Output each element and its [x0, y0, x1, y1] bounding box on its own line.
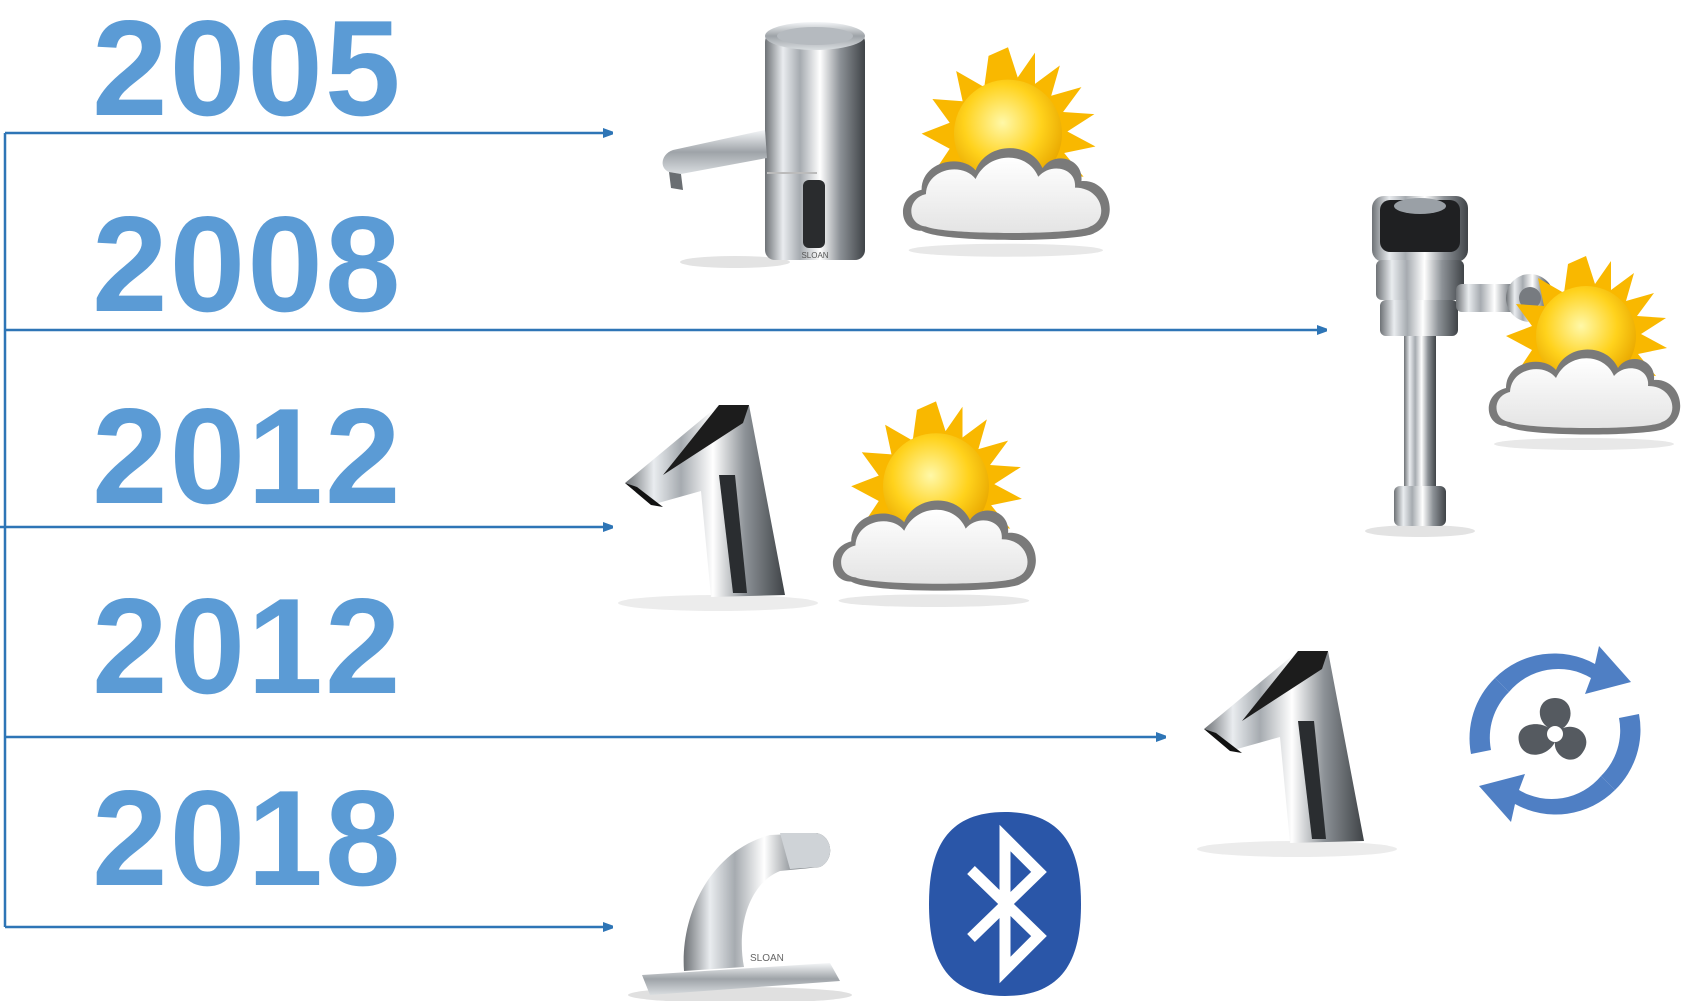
- year-label-2018: 2018: [92, 770, 403, 906]
- product-image-2012-faucet-turbine: [1197, 651, 1397, 857]
- year-label-2008: 2008: [92, 196, 403, 332]
- hydro-turbine-icon: [1470, 646, 1641, 822]
- sun-cloud-icon: [903, 47, 1110, 257]
- bluetooth-icon: [929, 812, 1081, 996]
- product-image-2005-faucet: SLOAN: [663, 22, 865, 268]
- sun-cloud-icon: [833, 401, 1036, 607]
- year-label-2005: 2005: [92, 0, 403, 136]
- year-label-2012: 2012: [92, 388, 403, 524]
- product-image-2012-faucet: [618, 405, 818, 611]
- product-image-2018-faucet: SLOAN: [628, 833, 852, 1001]
- year-label-2012-second: 2012: [92, 578, 403, 714]
- product-logo: SLOAN: [801, 251, 828, 260]
- product-logo: SLOAN: [750, 953, 784, 964]
